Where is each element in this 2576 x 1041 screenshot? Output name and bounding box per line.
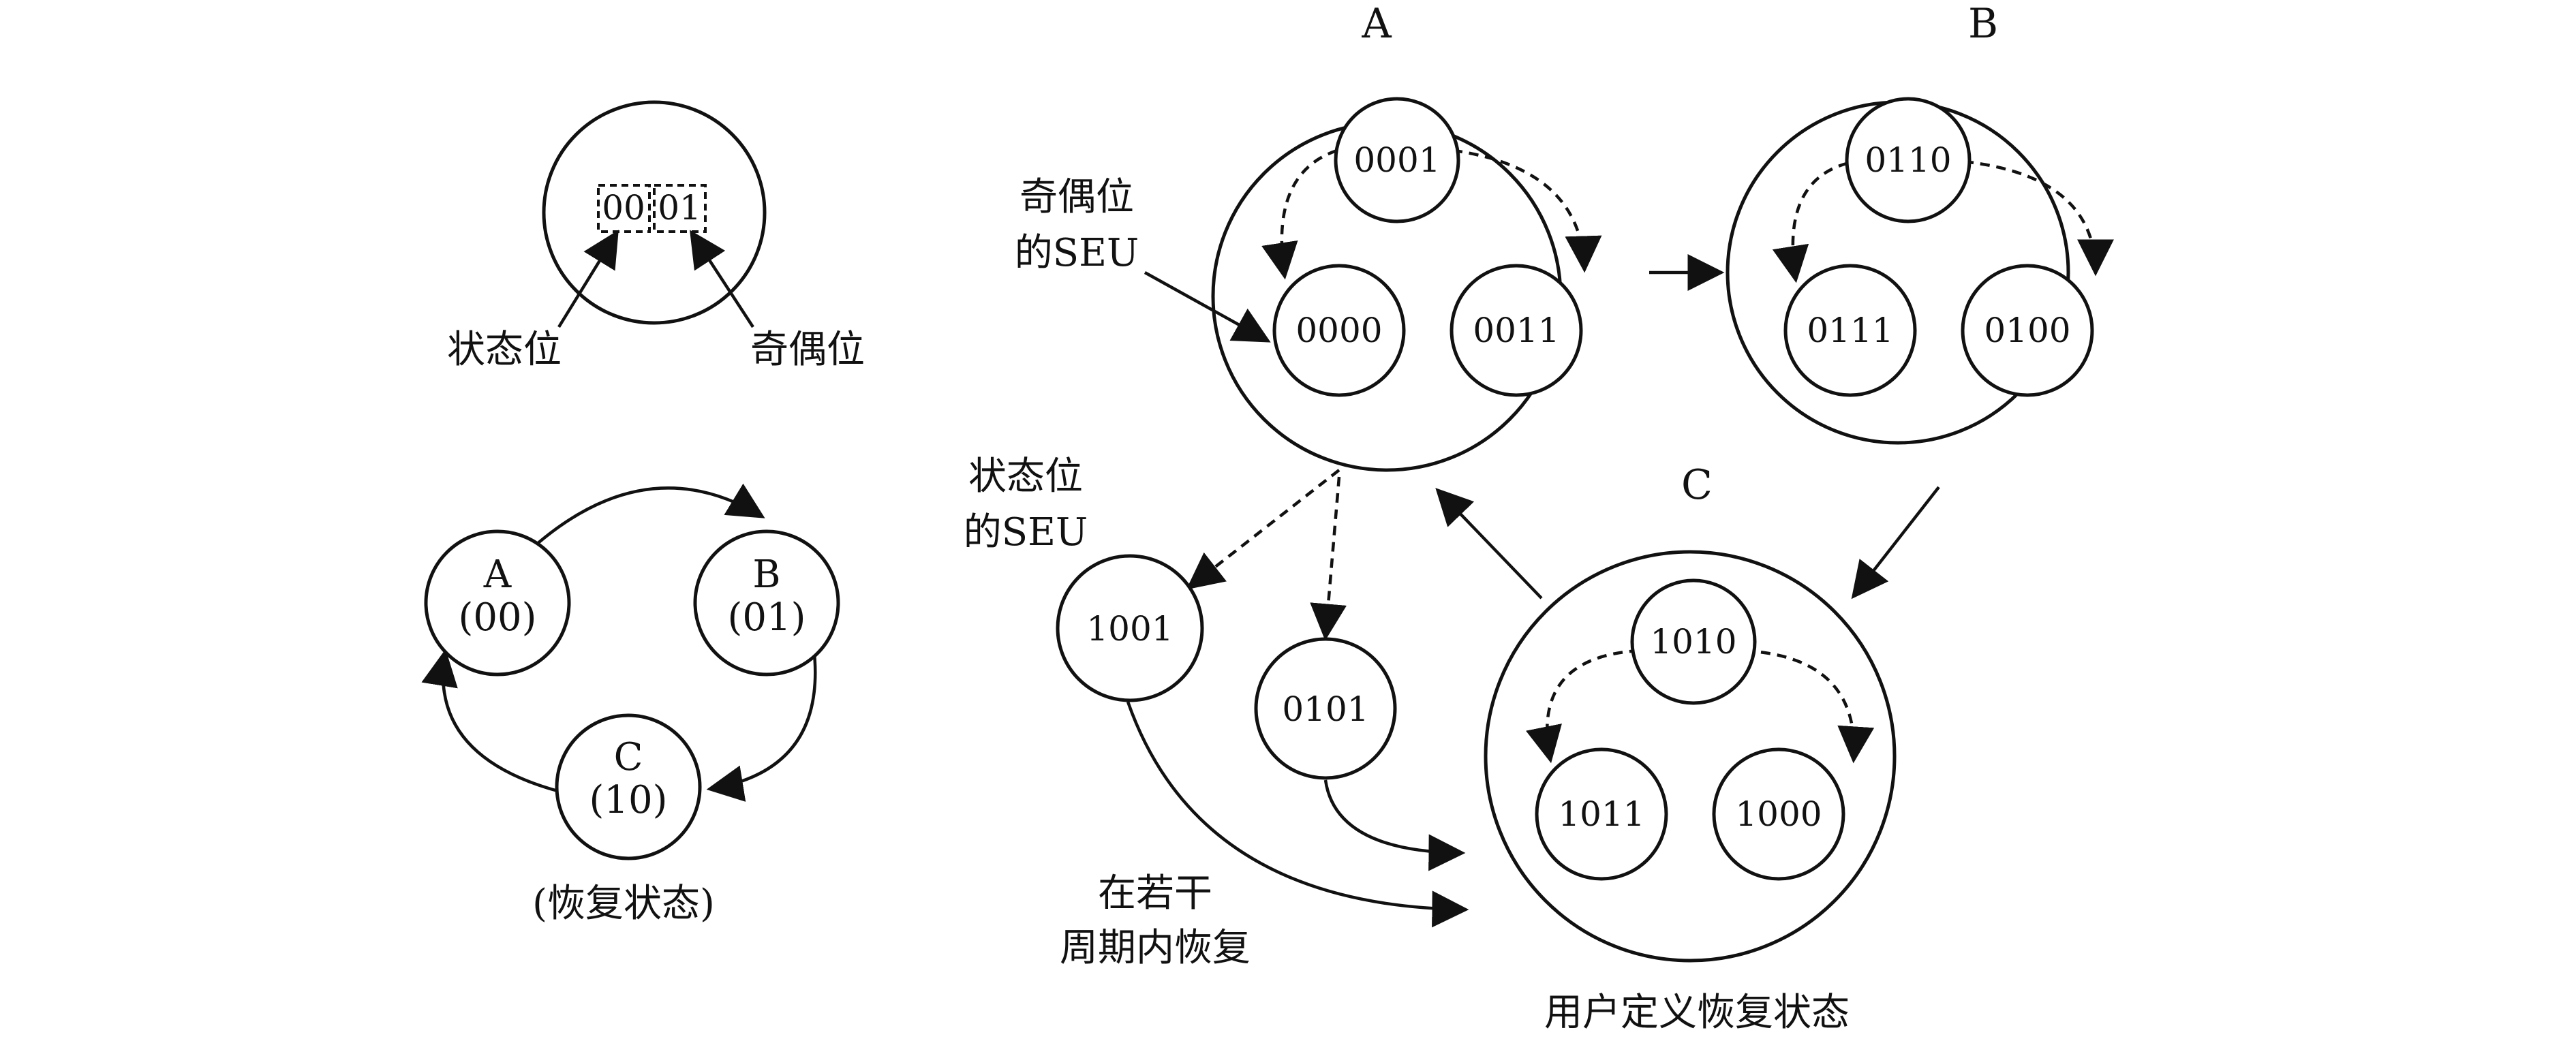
group-B-dash-right bbox=[1947, 158, 2114, 277]
edge-group-C-to-A bbox=[1435, 488, 1543, 600]
state-bits-box bbox=[597, 184, 651, 233]
recover-label-line2: 周期内恢复 bbox=[1060, 926, 1251, 970]
group-B-state-center bbox=[1845, 97, 1972, 223]
group-C-right-code: 1000 bbox=[1735, 794, 1822, 834]
group-A-dash-right bbox=[1436, 146, 1602, 273]
state-bit-pointer bbox=[557, 230, 619, 328]
error-state-1001 bbox=[1056, 554, 1204, 702]
group-C-center-code: 1010 bbox=[1650, 622, 1736, 662]
small-state-B-name: B bbox=[752, 553, 780, 597]
error-state-0101 bbox=[1254, 637, 1397, 780]
parity-seu-pointer bbox=[1144, 271, 1271, 343]
small-state-C-name: C bbox=[614, 735, 643, 779]
group-A-right-code: 0011 bbox=[1473, 311, 1559, 350]
parity-bits-box bbox=[653, 184, 707, 233]
small-state-A bbox=[424, 529, 571, 677]
parity-seu-annotation: 奇偶位 的SEU bbox=[1015, 175, 1271, 343]
group-C-state-left bbox=[1535, 747, 1668, 881]
state-seu-dash-to-1001 bbox=[1186, 469, 1340, 590]
main-fsm: A 0001 0000 0011 B 0110 0111 0100 C bbox=[964, 0, 2114, 1035]
small-state-B-code: (01) bbox=[728, 595, 806, 640]
group-B: B 0110 0111 0100 bbox=[1726, 0, 2114, 445]
group-C-left-code: 1011 bbox=[1558, 794, 1644, 834]
group-B-state-left bbox=[1783, 264, 1917, 397]
group-C-caption: 用户定义恢复状态 bbox=[1544, 991, 1850, 1035]
parity-seu-label-line2: 的SEU bbox=[1015, 231, 1139, 275]
small-state-A-code: (00) bbox=[459, 595, 537, 640]
state-bits-value: 00 bbox=[602, 188, 645, 228]
error-state-0101-code: 0101 bbox=[1282, 689, 1368, 729]
group-A-state-left bbox=[1272, 264, 1406, 397]
edge-A-to-B bbox=[518, 483, 765, 561]
group-B-name: B bbox=[1968, 0, 1998, 48]
encoding-legend: 00 01 状态位 奇偶位 bbox=[447, 100, 865, 372]
small-state-A-name: A bbox=[483, 553, 512, 597]
edge-group-B-to-C bbox=[1851, 486, 1940, 600]
small-fsm-caption: (恢复状态) bbox=[532, 882, 715, 926]
group-C-dash-left bbox=[1526, 649, 1640, 764]
group-A-center-code: 0001 bbox=[1353, 140, 1440, 180]
group-C-name: C bbox=[1681, 461, 1713, 509]
edge-C-to-A bbox=[421, 649, 561, 794]
recover-label-line1: 在若干 bbox=[1098, 871, 1212, 916]
group-A-left-code: 0000 bbox=[1295, 311, 1382, 350]
group-B-dash-left bbox=[1772, 158, 1865, 283]
recover-edge-from-0101 bbox=[1323, 779, 1466, 871]
group-A: A 0001 0000 0011 bbox=[1211, 0, 1602, 472]
group-C-dash-right bbox=[1744, 649, 1875, 764]
group-A-name: A bbox=[1361, 0, 1392, 48]
parity-bit-pointer bbox=[690, 230, 754, 328]
recover-edge-from-1001 bbox=[1126, 701, 1469, 928]
small-state-C-code: (10) bbox=[589, 778, 668, 822]
error-state-1001-code: 1001 bbox=[1086, 609, 1173, 649]
group-C-state-center bbox=[1630, 578, 1757, 705]
state-seu-dash-to-0101 bbox=[1310, 476, 1347, 641]
group-B-center-code: 0110 bbox=[1865, 140, 1951, 180]
state-bit-label: 状态位 bbox=[447, 328, 562, 372]
edge-B-to-C bbox=[706, 647, 817, 802]
group-A-state-center bbox=[1334, 97, 1460, 223]
state-seu-annotation: 状态位 的SEU 1001 0101 在若干 周期内恢复 bbox=[964, 454, 1469, 970]
small-state-C bbox=[555, 713, 702, 860]
group-C: C 1010 1011 1000 用户定义恢复状态 bbox=[1484, 461, 1897, 1035]
parity-seu-label-line1: 奇偶位 bbox=[1019, 175, 1134, 219]
group-B-state-right bbox=[1961, 264, 2094, 397]
group-A-state-right bbox=[1450, 264, 1583, 397]
group-A-dash-left bbox=[1261, 144, 1353, 280]
state-seu-label-line2: 的SEU bbox=[964, 510, 1088, 555]
parity-bit-label: 奇偶位 bbox=[750, 328, 865, 372]
state-seu-label-line1: 状态位 bbox=[968, 454, 1083, 499]
parity-bits-value: 01 bbox=[658, 188, 701, 228]
small-state-B bbox=[693, 529, 840, 677]
group-C-state-right bbox=[1712, 747, 1845, 881]
group-B-left-code: 0111 bbox=[1807, 311, 1893, 350]
small-fsm: A (00) B (01) C (10) (恢复状态) bbox=[421, 483, 840, 926]
group-B-right-code: 0100 bbox=[1984, 311, 2070, 350]
